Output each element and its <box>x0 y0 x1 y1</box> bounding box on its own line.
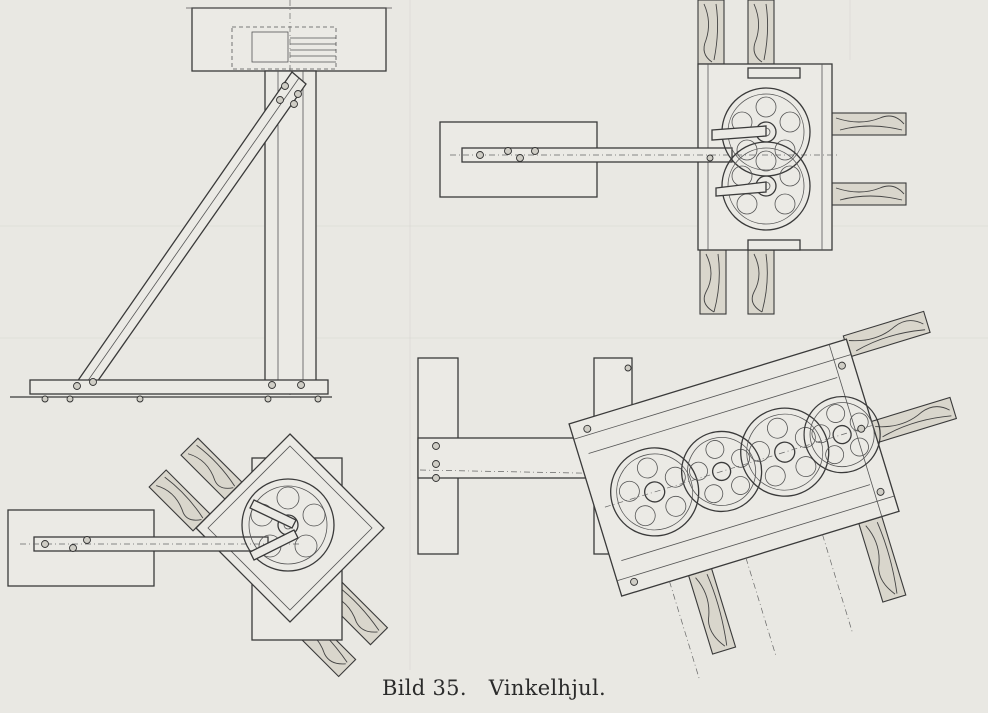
top-plan-two-wheels-view <box>439 0 907 315</box>
side-view-bolts <box>41 82 322 403</box>
inclined-plan-wheel-4 <box>803 395 881 474</box>
diagonal-plan-one-wheel-view <box>7 433 389 678</box>
caption-title: Vinkelhjul. <box>488 676 606 700</box>
inclined-plan-four-wheels-view <box>417 310 958 682</box>
caption-number: Bild 35. <box>382 676 467 700</box>
figure-caption: Bild 35. Vinkelhjul. <box>0 676 988 700</box>
side-elevation-view <box>10 0 392 403</box>
